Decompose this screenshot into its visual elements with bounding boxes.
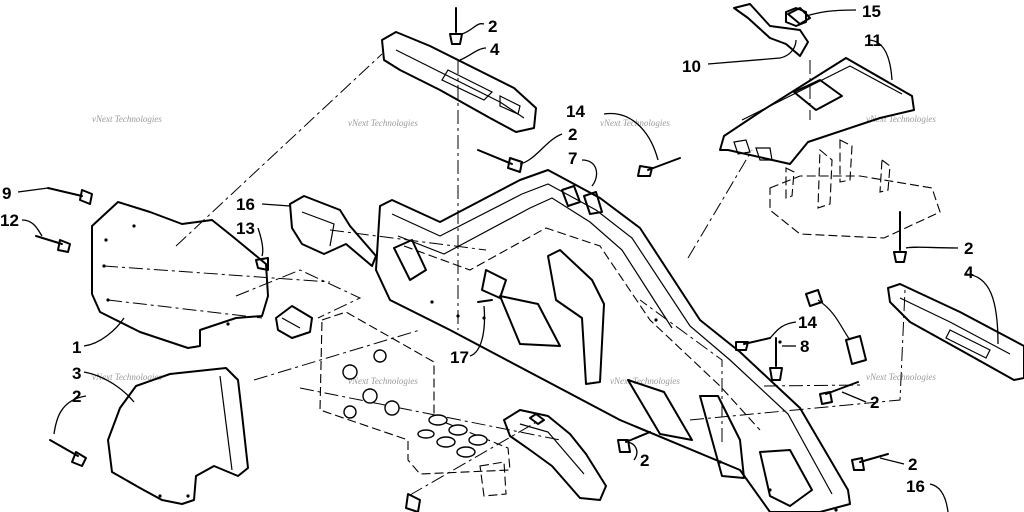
- rivet: [647, 157, 681, 171]
- rivet: [477, 149, 513, 165]
- sensor-wire: [778, 289, 867, 365]
- callouts: 2 4 15 10 11 14 2 7 9 12 16 13 1 3 2 17 …: [0, 2, 974, 496]
- callout-c2-left: 2: [72, 387, 81, 406]
- callout-c16-bottom: 16: [906, 477, 925, 496]
- rivet: [617, 439, 631, 453]
- alignment-lines: [103, 53, 906, 496]
- bracket-16-left: [275, 195, 377, 339]
- rivet: [79, 189, 93, 205]
- rivet: [637, 165, 653, 177]
- watermarks: vNext Technologies vNext Technologies vN…: [92, 114, 936, 386]
- callout-c7: 7: [568, 149, 577, 168]
- rivet: [47, 187, 83, 197]
- callout-c2-mid: 2: [568, 125, 577, 144]
- lower-bracket: [405, 409, 607, 512]
- rivet: [735, 341, 749, 351]
- rivet: [893, 251, 907, 263]
- callout-c14-right: 14: [798, 313, 817, 332]
- callout-c4-right: 4: [964, 263, 974, 282]
- fasteners: [35, 7, 907, 471]
- left-panel-1: [91, 201, 269, 349]
- callout-c1: 1: [72, 338, 81, 357]
- callout-c3: 3: [72, 364, 81, 383]
- rivet: [507, 157, 523, 173]
- callout-c11: 11: [864, 31, 882, 50]
- rivet: [819, 391, 833, 405]
- callout-c8: 8: [800, 337, 809, 356]
- callout-c2-bottomright: 2: [908, 455, 917, 474]
- rivet: [71, 451, 87, 467]
- callout-c15: 15: [862, 2, 881, 21]
- screw: [255, 257, 269, 271]
- rivet: [625, 431, 651, 443]
- bolt: [481, 269, 507, 299]
- top-rail-4: [381, 31, 537, 133]
- callout-c13: 13: [236, 219, 255, 238]
- watermark: vNext Technologies: [92, 372, 162, 382]
- rivet: [449, 33, 463, 45]
- watermark: vNext Technologies: [866, 114, 936, 124]
- lower-panel-3: [107, 367, 249, 505]
- watermark: vNext Technologies: [92, 114, 162, 124]
- watermark: vNext Technologies: [610, 376, 680, 386]
- watermark: vNext Technologies: [348, 118, 418, 128]
- watermark: vNext Technologies: [348, 376, 418, 386]
- rivet: [851, 457, 865, 471]
- rivet: [57, 239, 71, 253]
- bolt: [477, 299, 493, 303]
- callout-c9: 9: [2, 184, 11, 203]
- callout-c17: 17: [450, 348, 469, 367]
- callout-c2-right: 2: [964, 239, 973, 258]
- callout-c10: 10: [682, 57, 701, 76]
- rivet: [859, 453, 889, 463]
- rivet: [769, 367, 783, 381]
- callout-c2-lowright: 2: [870, 393, 879, 412]
- rivet: [35, 235, 63, 245]
- callout-c14-top: 14: [566, 102, 585, 121]
- leader-lines: [17, 9, 999, 512]
- callout-c4-top: 4: [490, 40, 500, 59]
- top-right-bracket-10-11: [719, 3, 941, 239]
- footrest-plate: [319, 311, 511, 497]
- right-rail-4: [887, 283, 1024, 381]
- callout-c2-bottom: 2: [640, 451, 649, 470]
- callout-c16-left: 16: [236, 195, 255, 214]
- nut: [785, 7, 807, 27]
- callout-c2-top: 2: [488, 17, 497, 36]
- callout-c12: 12: [0, 211, 19, 230]
- rivet: [49, 439, 79, 457]
- rivet: [825, 381, 859, 395]
- watermark: vNext Technologies: [600, 118, 670, 128]
- main-frame-7: [375, 169, 851, 512]
